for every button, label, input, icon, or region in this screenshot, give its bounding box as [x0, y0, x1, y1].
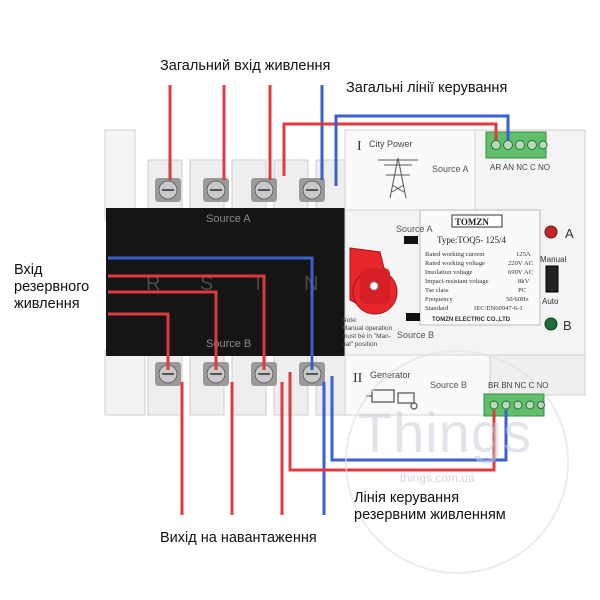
spec-val-3: 8kV: [518, 278, 530, 285]
company-name: TOMZN ELECTRIC CO.,LTD: [432, 317, 511, 323]
wire-ctrl-a-r: [282, 122, 498, 176]
manual-note: Note: Manual operation must be in "Man- …: [342, 317, 393, 348]
note-line-2: must be in "Man-: [342, 333, 391, 340]
backup-input-wires: [108, 256, 314, 370]
wire-ctrl-a-n: [334, 114, 510, 186]
cover-source-a: Source A: [206, 213, 251, 225]
spec-table: Rated working current 125A Rated working …: [425, 251, 534, 312]
terminal-block-a: [485, 131, 548, 159]
handle-source-b: Source B: [397, 330, 434, 340]
spec-val-4: PC: [518, 287, 527, 294]
note-line-1: Manual operation: [342, 325, 393, 332]
led-a-indicator: [544, 225, 558, 239]
spec-val-2: 690V AC: [508, 269, 534, 276]
label-load-output: Вихід на навантаження: [160, 530, 317, 546]
led-b-label: B: [563, 318, 572, 333]
city-power-label: City Power: [369, 139, 413, 149]
spec-val-1: 220V AC: [508, 260, 534, 267]
label-backup-input-line3: живлення: [14, 296, 80, 312]
label-main-input: Загальний вхід живлення: [160, 58, 331, 74]
spec-key-3: Impact-resistant voltage: [425, 278, 489, 285]
mode-switch[interactable]: [545, 265, 559, 293]
label-backup-control-line1: Лінія керування: [354, 490, 460, 506]
pylon-icon: [378, 157, 418, 199]
wire-backup-t: [108, 312, 170, 370]
spec-val-0: 125A: [516, 251, 531, 258]
led-b-indicator: [544, 317, 558, 331]
wire-backup-n: [108, 256, 314, 370]
source-b-indicator: [406, 313, 420, 321]
bottom-screw-terminals: [155, 362, 325, 386]
note-line-3: ual" position: [342, 341, 378, 348]
spec-val-6: IEC/EN60947-6-1: [474, 305, 523, 312]
phase-t: T: [252, 273, 264, 295]
source-a-top: Source A: [432, 164, 469, 174]
spec-key-0: Rated working current: [425, 251, 484, 258]
watermark-subtext: things.com.ua: [400, 471, 475, 485]
roman-one: I: [357, 139, 362, 154]
nameplate: [419, 209, 541, 326]
type-line: Type:TOQ5- 125/4: [437, 235, 506, 245]
handle-source-a: Source A: [396, 224, 433, 234]
label-backup-control: Лінія керування резервним живленням: [354, 490, 506, 524]
main-input-wires: [168, 85, 324, 180]
phase-r: R: [146, 273, 160, 295]
top-screw-terminals: [155, 178, 325, 202]
led-a-label: A: [565, 226, 574, 241]
main-control-wires: [282, 114, 510, 186]
roman-two: II: [353, 371, 363, 386]
spec-val-5: 50/60Hz: [506, 296, 529, 303]
source-a-indicator: [404, 236, 418, 244]
wire-backup-r: [108, 274, 266, 370]
wire-backup-s: [108, 290, 218, 370]
spec-key-4: Tse class: [425, 287, 449, 294]
spec-key-1: Rated working voltage: [425, 260, 485, 267]
phase-s: S: [200, 273, 213, 295]
watermark-circle: [345, 350, 569, 574]
load-output-wires: [180, 382, 326, 515]
cover-source-b: Source B: [206, 338, 251, 350]
black-cover: [106, 208, 350, 356]
label-backup-input-line2: резервного: [14, 279, 90, 295]
terminals-a-label: AR AN NC C NO: [490, 163, 550, 172]
label-main-control: Загальні лінії керування: [346, 80, 508, 96]
auto-label: Auto: [542, 297, 559, 306]
brand-logo: TOMZN: [455, 217, 489, 227]
label-backup-input-line1: Вхід: [14, 262, 43, 278]
label-backup-control-line2: резервним живленням: [354, 507, 506, 523]
spec-key-5: Frequency: [425, 296, 454, 303]
manual-label: Manual: [540, 255, 566, 264]
note-line-0: Note:: [342, 317, 358, 324]
watermark-text: Things: [358, 401, 533, 464]
rotary-handle[interactable]: [349, 247, 398, 315]
spec-key-6: Standard: [425, 305, 449, 312]
label-backup-input: Вхід резервного живлення: [14, 262, 89, 313]
spec-key-2: Insulation voltage: [425, 269, 473, 276]
